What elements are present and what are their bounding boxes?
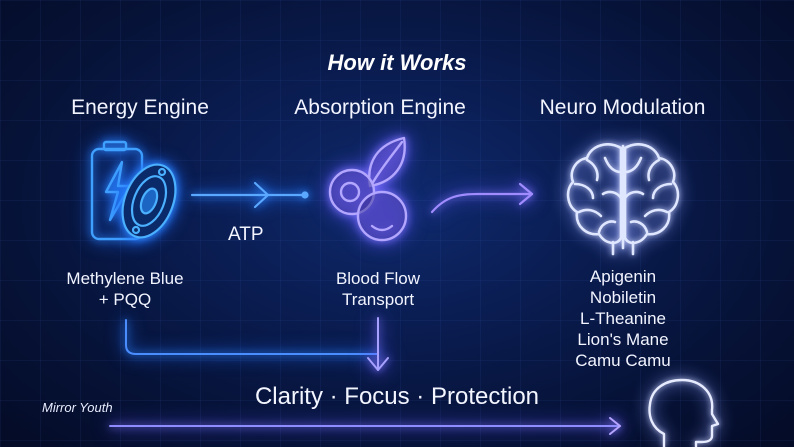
head-icon	[648, 378, 720, 447]
neuro-modulation-heading: Neuro Modulation	[539, 96, 706, 119]
ingredient-nobiletin: Nobiletin	[589, 288, 657, 307]
ingredient-pqq: + PQQ	[98, 290, 152, 309]
ingredient-blood-flow: Blood Flow	[335, 269, 421, 288]
cell-icon	[121, 163, 177, 239]
ingredient-apigenin: Apigenin	[589, 267, 657, 286]
neuro-ingredients: Apigenin Nobiletin L-Theanine Lion's Man…	[548, 266, 698, 371]
ingredient-l-theanine: L-Theanine	[579, 309, 666, 328]
atp-label: ATP	[228, 224, 264, 245]
brain-icon	[566, 143, 680, 256]
absorption-ingredients: Blood Flow Transport	[300, 268, 456, 310]
bottom-flow-arrow	[109, 417, 621, 435]
energy-ingredients: Methylene Blue + PQQ	[50, 268, 200, 310]
absorption-engine-heading: Absorption Engine	[294, 96, 466, 119]
ingredient-lions-mane: Lion's Mane	[577, 330, 669, 349]
brand-name: Mirror Youth	[42, 400, 113, 415]
absorption-to-neuro-arrow	[430, 182, 534, 214]
energy-bottom-connector	[125, 319, 379, 355]
berries-icon	[328, 136, 408, 242]
ingredient-camu-camu: Camu Camu	[575, 351, 671, 370]
energy-engine-heading: Energy Engine	[71, 96, 209, 119]
tagline: Clarity · Focus · Protection	[254, 383, 540, 410]
page-title: How it Works	[327, 50, 467, 75]
ingredient-transport: Transport	[341, 290, 415, 309]
ingredient-methylene-blue: Methylene Blue	[66, 269, 184, 288]
absorption-down-arrow	[367, 317, 389, 371]
